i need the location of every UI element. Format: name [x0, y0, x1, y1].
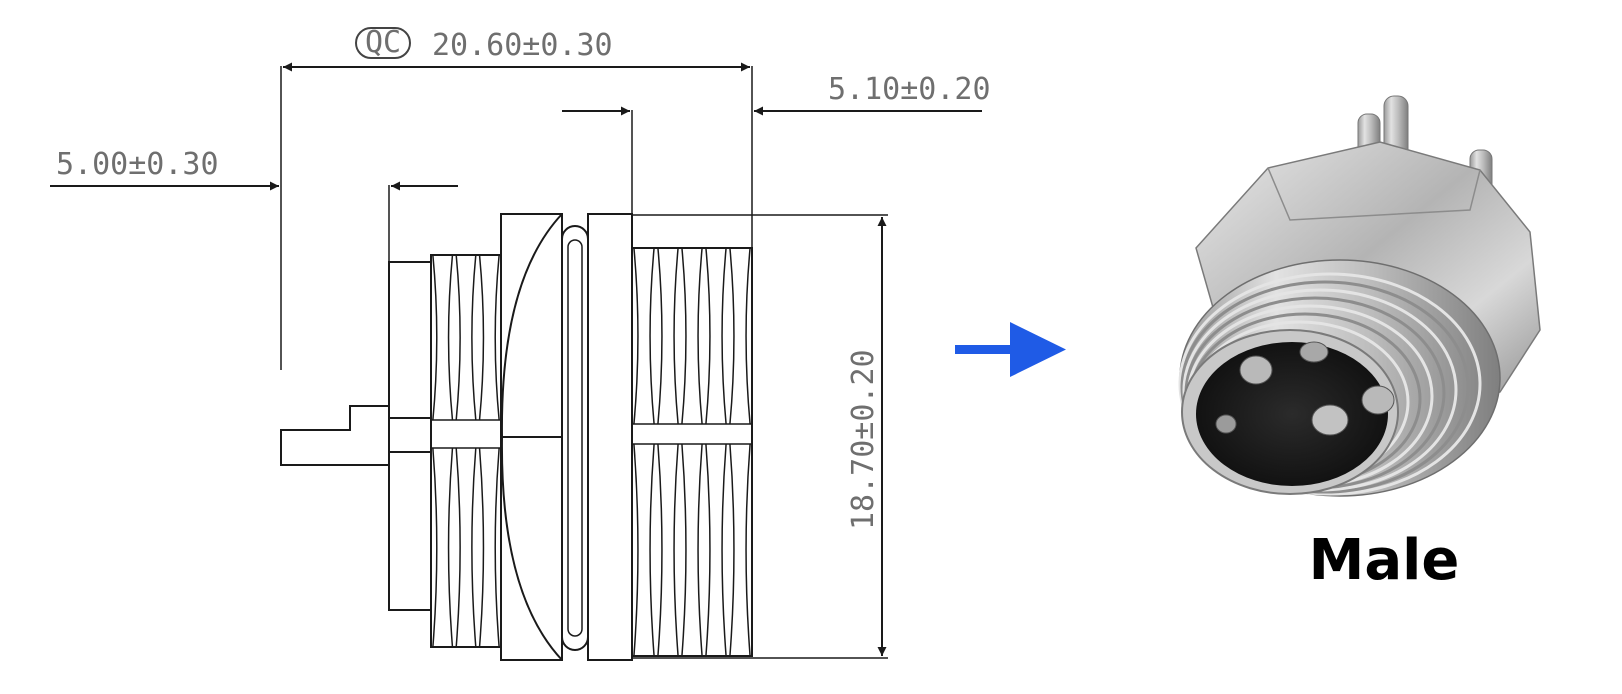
photo-thread-rings	[1178, 272, 1482, 496]
photo-hex-facet	[1267, 167, 1481, 221]
front-step-dimension: 5.00±0.30	[50, 147, 458, 262]
nut-width-dimension: 5.10±0.20	[562, 72, 991, 220]
o-ring-inner	[567, 239, 583, 637]
thread-ring	[1178, 272, 1482, 496]
thread-ridge	[478, 254, 500, 421]
thread-ridge	[681, 247, 703, 425]
mounting-flange	[587, 213, 633, 661]
thread-ridge	[657, 247, 679, 425]
thread-ridge	[455, 447, 477, 648]
connector-outline	[280, 213, 753, 661]
diameter-dimension: 18.70±0.20	[632, 214, 888, 659]
thread-ridge	[432, 447, 454, 648]
thread-ridge	[432, 254, 454, 421]
o-ring	[561, 225, 589, 651]
thread-ridge	[478, 447, 500, 648]
contact-pin	[1299, 341, 1329, 363]
total-length-label: 20.60±0.30	[432, 28, 613, 63]
male-caption: Male	[1308, 528, 1460, 593]
contact-pin	[1361, 385, 1395, 415]
contact-pin	[1311, 404, 1349, 436]
contact-pin	[1239, 355, 1273, 385]
thread-ridge	[705, 443, 727, 657]
male-connector-photo	[1178, 95, 1541, 497]
rear-thread-body	[430, 254, 502, 648]
right-arrow-icon	[955, 322, 1066, 377]
thread-ridge	[681, 443, 703, 657]
contact-pin	[1215, 414, 1237, 434]
thread-ring	[1180, 280, 1470, 494]
thread-ridge	[633, 443, 655, 657]
diameter-label: 18.70±0.20	[846, 349, 881, 530]
qc-badge-text: QC	[365, 25, 401, 60]
rear-flange	[388, 261, 432, 611]
photo-contacts	[1215, 341, 1395, 436]
thread-ridge	[705, 247, 727, 425]
front-step-label: 5.00±0.30	[56, 147, 219, 182]
qc-badge-frame	[355, 27, 411, 59]
thread-ridge	[455, 254, 477, 421]
solder-tab	[280, 405, 389, 466]
total-length-dimension: QC 20.60±0.30	[280, 25, 753, 370]
nut-width-label: 5.10±0.20	[828, 72, 991, 107]
thread-ridge	[633, 247, 655, 425]
front-thread-body	[631, 247, 753, 657]
rear-thread	[432, 254, 500, 648]
photo-face-insert	[1196, 342, 1388, 486]
front-thread	[633, 247, 751, 657]
thread-ridge	[729, 247, 751, 425]
thread-ridge	[657, 443, 679, 657]
thread-ridge	[729, 443, 751, 657]
